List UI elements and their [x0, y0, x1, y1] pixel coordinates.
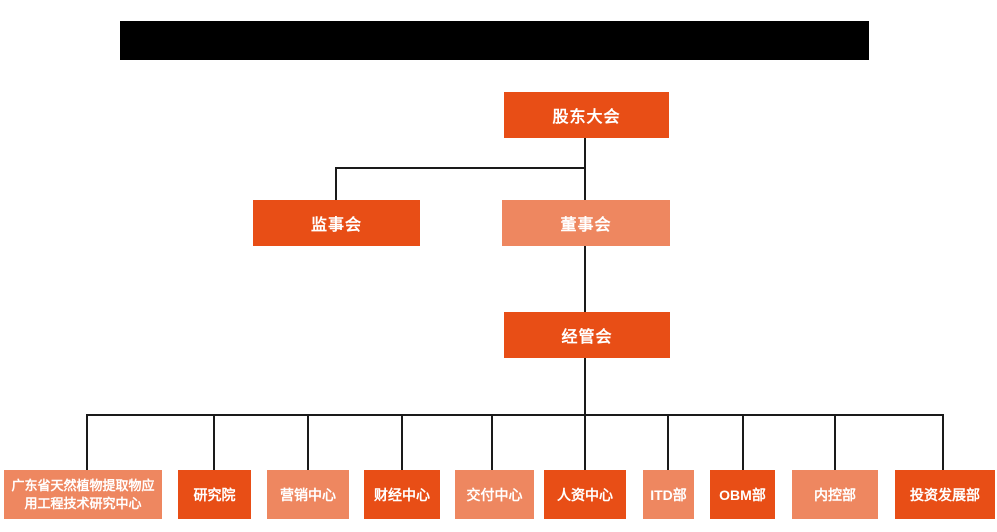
connector-root-vertical: [584, 138, 586, 200]
node-dept-finance-center: 财经中心: [364, 470, 440, 519]
connector-drop-internal-control: [834, 415, 836, 470]
node-dept-internal-control: 内控部: [792, 470, 878, 519]
node-dept-obm: OBM部: [710, 470, 775, 519]
connector-drop-finance-center: [401, 415, 403, 470]
connector-drop-obm: [742, 415, 744, 470]
connector-drop-research-institute: [213, 415, 215, 470]
connector-board-to-management: [584, 246, 586, 312]
connector-drop-marketing-center: [307, 415, 309, 470]
connector-drop-itd: [667, 415, 669, 470]
node-dept-marketing-center: 营销中心: [267, 470, 349, 519]
node-dept-hr-center: 人资中心: [544, 470, 626, 519]
node-supervisory-board: 监事会: [253, 200, 420, 246]
node-dept-itd: ITD部: [643, 470, 694, 519]
redacted-title-bar: [120, 21, 869, 60]
node-dept-investment-development: 投资发展部: [895, 470, 995, 519]
node-management-committee: 经管会: [504, 312, 670, 358]
node-shareholders-meeting: 股东大会: [504, 92, 669, 138]
connector-departments-horizontal: [86, 414, 944, 416]
connector-level2-horizontal: [335, 167, 586, 169]
node-dept-delivery-center: 交付中心: [455, 470, 534, 519]
connector-drop-research-center: [86, 415, 88, 470]
node-dept-research-institute: 研究院: [178, 470, 251, 519]
connector-drop-investment: [942, 415, 944, 470]
node-dept-research-center: 广东省天然植物提取物应用工程技术研究中心: [4, 470, 162, 519]
node-board-of-directors: 董事会: [502, 200, 670, 246]
connector-drop-delivery-center: [491, 415, 493, 470]
connector-supervisory-drop: [335, 168, 337, 200]
